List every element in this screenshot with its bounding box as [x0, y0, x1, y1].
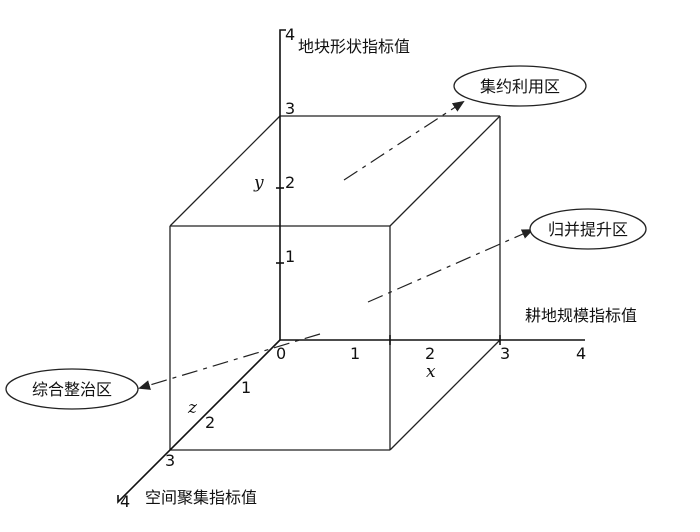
arrow-to-consolidation	[138, 333, 321, 390]
arrow-to-upgrade	[367, 229, 534, 303]
zone-upgrade: 归并提升区	[529, 208, 647, 250]
z-tick-4: 4	[120, 492, 130, 511]
x-axis-title: 耕地规模指标值	[525, 306, 637, 325]
z-variable: z	[187, 398, 198, 418]
z-axis	[117, 339, 281, 504]
x-tick-3: 3	[500, 344, 510, 363]
y-tick-3: 3	[285, 99, 295, 118]
x-tick-4: 4	[576, 344, 586, 363]
x-tick-labels: 0 1 2 3 4	[276, 344, 586, 363]
zone-oval	[5, 368, 139, 410]
axes	[117, 29, 585, 504]
cube-edge	[389, 339, 501, 451]
z-tick-labels: 1 2 3 4	[120, 378, 251, 511]
y-tick-2: 2	[285, 173, 295, 192]
z-tick-2: 2	[205, 413, 215, 432]
x-tick-1: 1	[350, 344, 360, 363]
z-tick-1: 1	[241, 378, 251, 397]
cube-edge	[169, 115, 281, 227]
cube-edge	[389, 115, 501, 227]
zone-consolidation: 综合整治区	[5, 368, 139, 410]
zone-oval	[453, 65, 587, 107]
zone-label-intensive: 集约利用区	[480, 77, 560, 96]
zone-intensive: 集约利用区	[453, 65, 587, 107]
y-tick-1: 1	[285, 247, 295, 266]
y-tick-4: 4	[285, 25, 295, 44]
arrow-to-intensive	[343, 100, 465, 181]
zone-label-consolidation: 综合整治区	[32, 380, 112, 399]
x-variable: x	[426, 362, 436, 382]
y-axis	[279, 29, 286, 340]
x-tick-0: 0	[276, 344, 286, 363]
y-axis-title: 地块形状指标值	[298, 37, 410, 56]
z-axis-title: 空间聚集指标值	[145, 488, 257, 507]
z-tick-3: 3	[165, 451, 175, 470]
x-tick-2: 2	[425, 344, 435, 363]
y-tick-labels: 1 2 3 4	[285, 25, 295, 266]
cube	[169, 115, 501, 451]
zone-oval	[529, 208, 647, 250]
zone-label-upgrade: 归并提升区	[548, 220, 628, 239]
y-variable: y	[253, 173, 264, 193]
